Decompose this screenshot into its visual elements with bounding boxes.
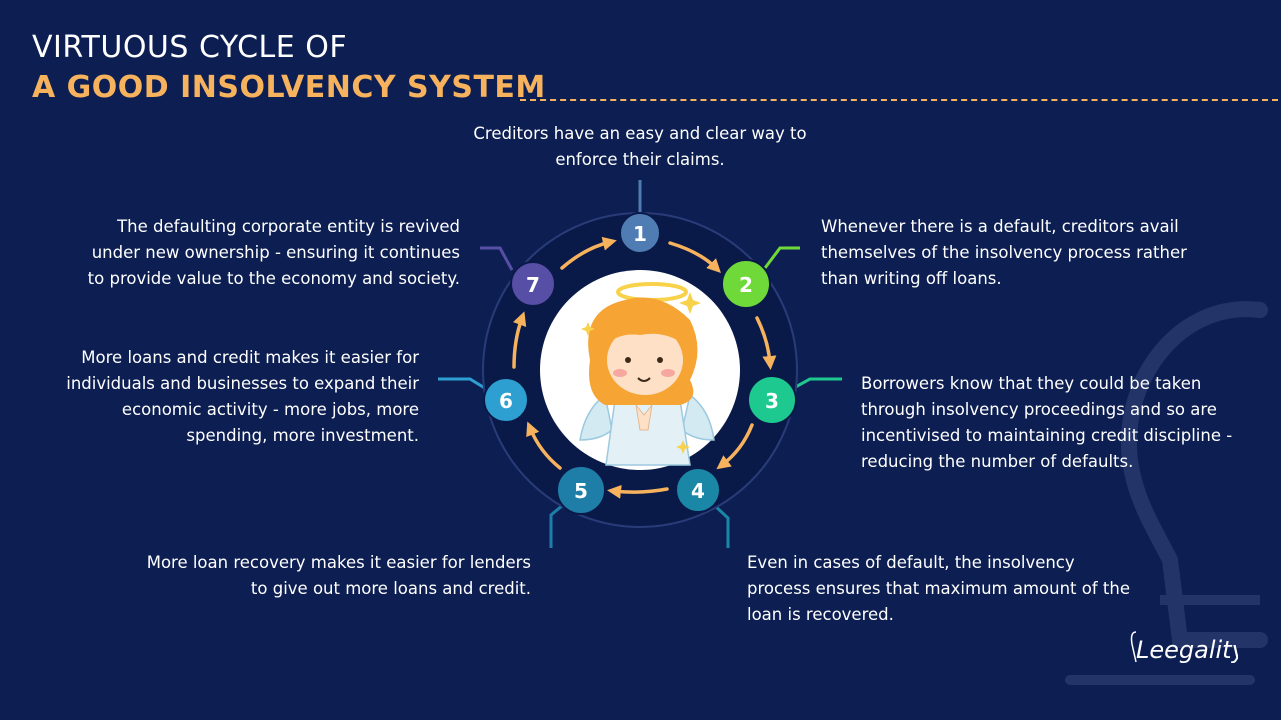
step-number-6: 6	[499, 389, 513, 413]
arrow-5-6	[526, 421, 562, 470]
logo-text: Leegality	[1136, 636, 1238, 664]
connector-lines	[438, 180, 842, 548]
title-line-2: A GOOD INSOLVENCY SYSTEM	[32, 70, 546, 105]
step-number-7: 7	[526, 273, 540, 297]
cycle-arrows	[512, 236, 777, 499]
step-5-text: More loan recovery makes it easier for l…	[146, 553, 531, 598]
connector-5	[549, 503, 564, 548]
arrow-1-2	[668, 241, 721, 273]
step-3-text: Borrowers know that they could be taken …	[861, 374, 1233, 471]
arrow-6-7	[512, 311, 527, 369]
step-7-text: The defaulting corporate entity is reviv…	[87, 217, 460, 288]
lightbulb-watermark-icon	[1065, 301, 1268, 685]
arrow-2-3	[755, 316, 777, 370]
step-node-4: 4	[675, 467, 721, 513]
leegality-logo: Leegality	[1130, 631, 1238, 664]
arrow-4-5	[607, 484, 669, 499]
connector-6	[438, 377, 489, 392]
step-number-3: 3	[765, 389, 779, 413]
step-1-text: Creditors have an easy and clear way to …	[473, 124, 807, 169]
connector-4	[712, 503, 730, 548]
connector-7	[480, 246, 514, 271]
step-number-1: 1	[633, 222, 647, 246]
angel-icon	[579, 282, 715, 466]
arrow-7-1	[560, 236, 617, 270]
arrow-3-4	[716, 423, 754, 470]
step-node-6: 6	[483, 377, 529, 423]
step-node-2: 2	[721, 259, 771, 309]
step-node-7: 7	[510, 261, 556, 307]
title-divider	[520, 99, 1278, 101]
step-number-4: 4	[691, 479, 705, 503]
connector-3	[789, 377, 842, 392]
connector-2	[763, 246, 800, 269]
step-node-1: 1	[619, 212, 661, 254]
title-line-1: VIRTUOUS CYCLE OF	[32, 30, 348, 65]
step-4-text: Even in cases of default, the insolvency…	[747, 553, 1130, 624]
step-2-text: Whenever there is a default, creditors a…	[821, 217, 1187, 288]
step-node-3: 3	[747, 375, 797, 425]
step-6-text: More loans and credit makes it easier fo…	[66, 348, 419, 445]
step-number-2: 2	[739, 273, 753, 297]
step-number-5: 5	[574, 479, 588, 503]
step-node-5: 5	[556, 465, 606, 515]
